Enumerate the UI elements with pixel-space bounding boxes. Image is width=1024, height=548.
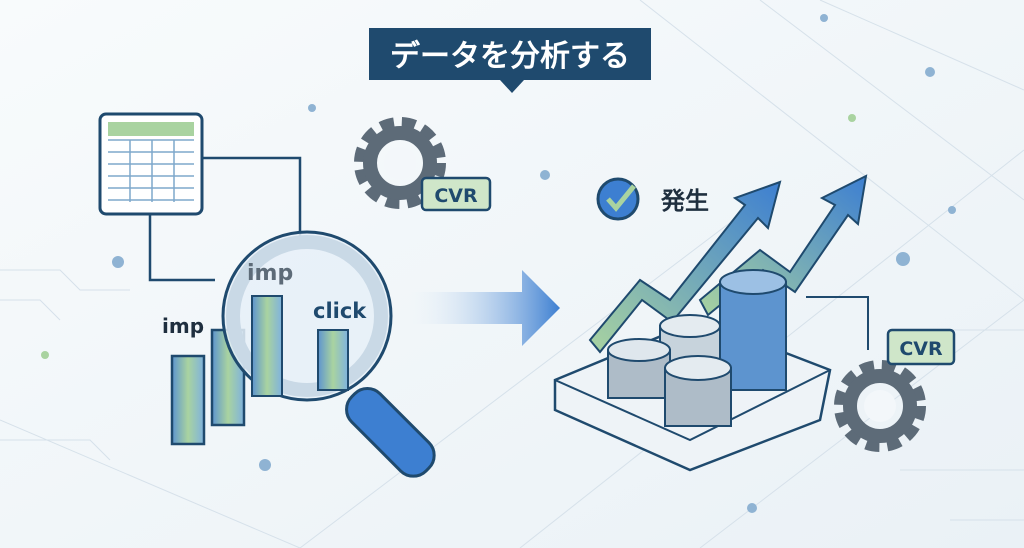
occurrence-label: 発生 [660, 187, 709, 215]
cvr-badge-right: CVR [886, 328, 956, 366]
check-circle-icon [596, 177, 640, 221]
imp-lens-label: imp [247, 261, 293, 286]
title-callout: データを分析する [369, 28, 651, 93]
connector-lines [148, 156, 302, 282]
svg-text:CVR: CVR [434, 185, 478, 207]
magnifying-glass-icon [221, 230, 436, 478]
background-dots [41, 14, 956, 513]
click-label: click [313, 299, 367, 323]
gear-icon-right [834, 360, 926, 452]
connector-line-right [806, 296, 869, 350]
right-arrow-icon [410, 270, 560, 346]
svg-text:CVR: CVR [899, 338, 943, 360]
imp-label: imp [162, 314, 204, 338]
coin-stacks [607, 269, 787, 427]
spreadsheet-icon [98, 112, 204, 216]
cvr-badge-left: CVR [420, 176, 492, 212]
gear-icon [354, 117, 446, 209]
title-text: データを分析する [390, 39, 630, 74]
